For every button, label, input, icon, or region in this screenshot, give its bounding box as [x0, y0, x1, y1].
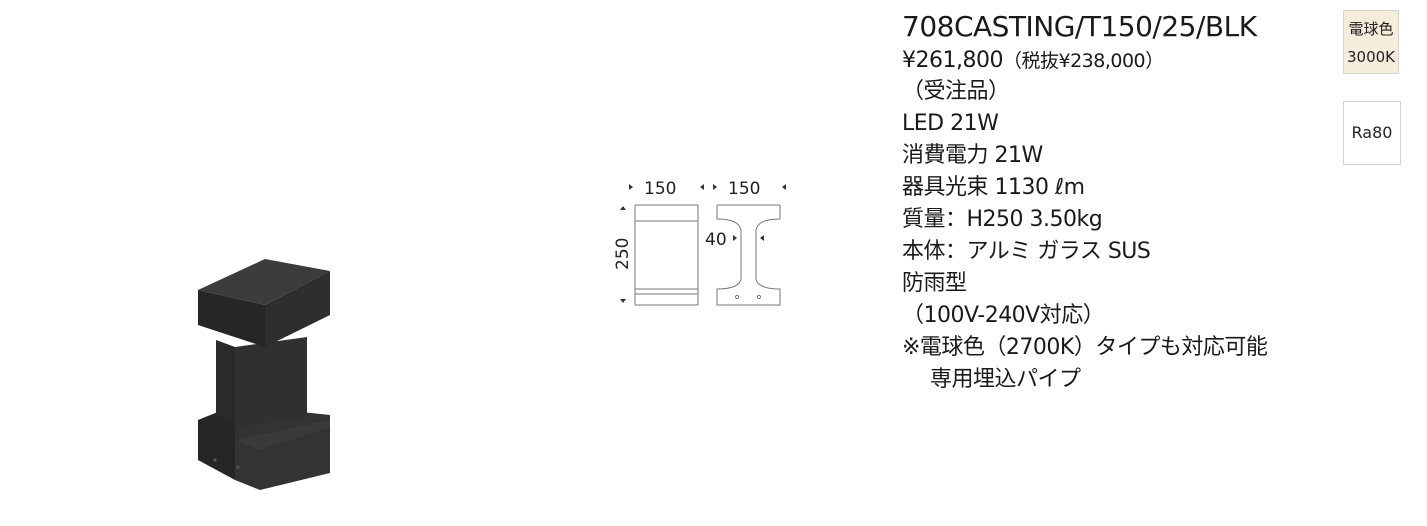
front-view: [634, 204, 699, 306]
price: ¥261,800（税抜¥238,000）: [902, 46, 1332, 76]
spec-material: 本体：アルミ ガラス SUS: [902, 239, 1151, 264]
base-top: [235, 420, 330, 450]
product-image: [198, 259, 330, 490]
model-number: 708CASTING/T150/25/BLK: [902, 10, 1257, 43]
dim-stem-width: 40: [705, 230, 727, 250]
ra-badge: Ra80: [1343, 101, 1401, 165]
order-type: （受注品）: [902, 79, 1010, 104]
stem-front: [235, 337, 307, 427]
price-tax-excluded: （税抜¥238,000）: [1002, 50, 1164, 72]
dim-width-side: 150: [728, 179, 760, 199]
color-temp: 3000K: [1346, 48, 1395, 66]
spec-pipe: 専用埋込パイプ: [930, 367, 1081, 392]
stem-left: [216, 340, 235, 425]
head-top: [198, 259, 330, 305]
dimension-arrows: [620, 184, 786, 303]
dim-height: 250: [613, 238, 633, 270]
screw-dot: [213, 458, 217, 462]
head-front: [265, 271, 330, 347]
spec-weight: 質量：H250 3.50kg: [902, 207, 1103, 232]
spec-rainproof: 防雨型: [902, 271, 967, 296]
base-side-left: [198, 405, 235, 480]
dim-width-front: 150: [644, 179, 676, 199]
spec-lumen: 器具光束 1130 ℓm: [902, 175, 1085, 200]
spec-power: 消費電力 21W: [902, 143, 1043, 168]
screw-dot: [236, 465, 240, 469]
spec-voltage: （100V-240V対応）: [902, 303, 1105, 328]
head-left: [198, 290, 265, 347]
spec-led: LED 21W: [902, 111, 999, 136]
side-view: [716, 204, 781, 306]
dimension-drawing: 150 150 250 40: [613, 179, 786, 306]
color-name: 電球色: [1348, 20, 1394, 38]
product-spec: 708CASTING/T150/25/BLK ¥261,800（税抜¥238,0…: [902, 8, 1332, 396]
spec-note: ※電球色（2700K）タイプも対応可能: [902, 335, 1268, 360]
price-tax-included: ¥261,800: [902, 48, 1003, 73]
color-temperature-badge: 電球色 3000K: [1343, 10, 1399, 74]
